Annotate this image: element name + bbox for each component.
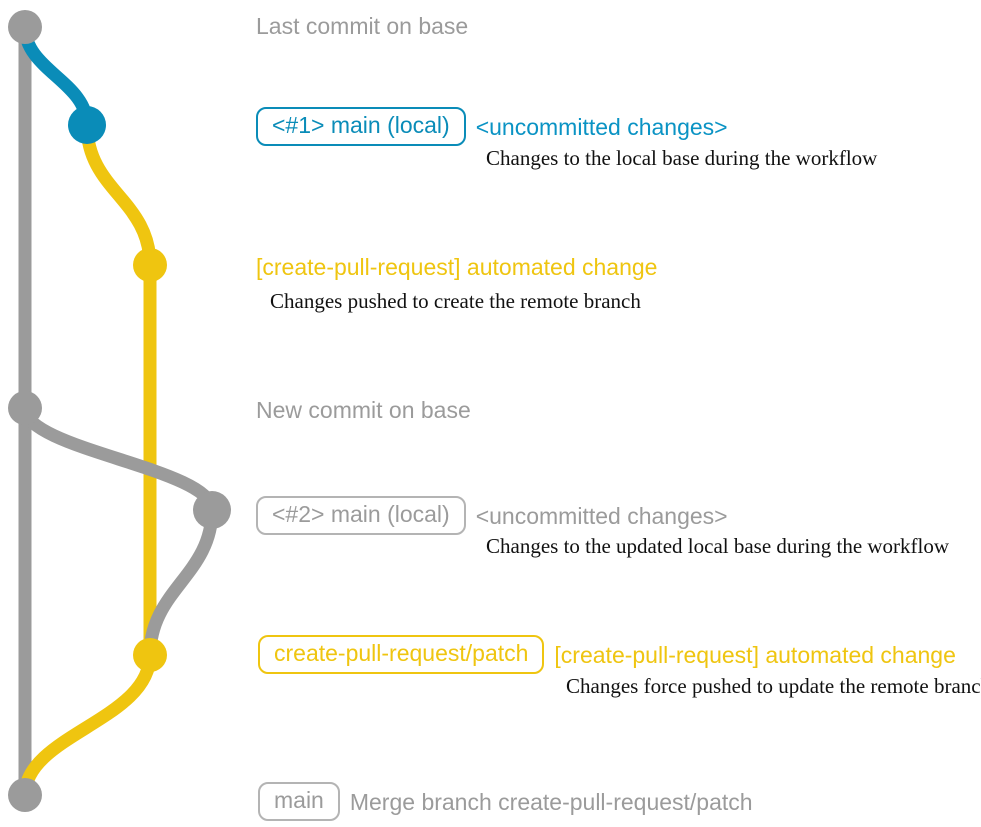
commit-node-last-on-base[interactable]	[8, 10, 42, 44]
row-local-1: <#1> main (local) <uncommitted changes>	[256, 107, 728, 146]
ref-pill-main-local-2[interactable]: <#2> main (local)	[256, 496, 466, 535]
commit-node-patch-1[interactable]	[133, 248, 167, 282]
note-patch-2: Changes force pushed to update the remot…	[566, 674, 981, 698]
commit-node-merge[interactable]	[8, 778, 42, 812]
note-local-2: Changes to the updated local base during…	[486, 534, 950, 558]
subject-merge: Merge branch create-pull-request/patch	[349, 788, 753, 815]
subject-patch-2: [create-pull-request] automated change	[554, 641, 956, 668]
edge-local-1-to-patch-1	[80, 118, 157, 272]
row-local-2: <#2> main (local) <uncommitted changes>	[256, 496, 728, 535]
edge-patch-2-to-merge	[18, 648, 157, 802]
commit-node-patch-2[interactable]	[133, 638, 167, 672]
note-local-1: Changes to the local base during the wor…	[486, 146, 878, 170]
row-merge: main Merge branch create-pull-request/pa…	[258, 782, 753, 821]
commit-node-local-2[interactable]	[193, 491, 231, 529]
subject-local-1: <uncommitted changes>	[475, 113, 728, 140]
commit-node-local-1[interactable]	[68, 106, 106, 144]
headline-last-commit-on-base: Last commit on base	[256, 13, 469, 39]
ref-pill-create-pull-request-patch[interactable]: create-pull-request/patch	[258, 635, 545, 674]
headline-new-commit-on-base: New commit on base	[256, 397, 471, 423]
note-patch-1: Changes pushed to create the remote bran…	[270, 289, 641, 313]
ref-pill-main-local-1[interactable]: <#1> main (local)	[256, 107, 466, 146]
commit-node-new-on-base[interactable]	[8, 391, 42, 425]
ref-pill-main[interactable]: main	[258, 782, 340, 821]
headline-patch-1: [create-pull-request] automated change	[256, 254, 658, 280]
subject-local-2: <uncommitted changes>	[475, 502, 728, 529]
row-patch-2: create-pull-request/patch [create-pull-r…	[258, 635, 956, 674]
edge-local-2-to-patch-2	[143, 503, 219, 662]
